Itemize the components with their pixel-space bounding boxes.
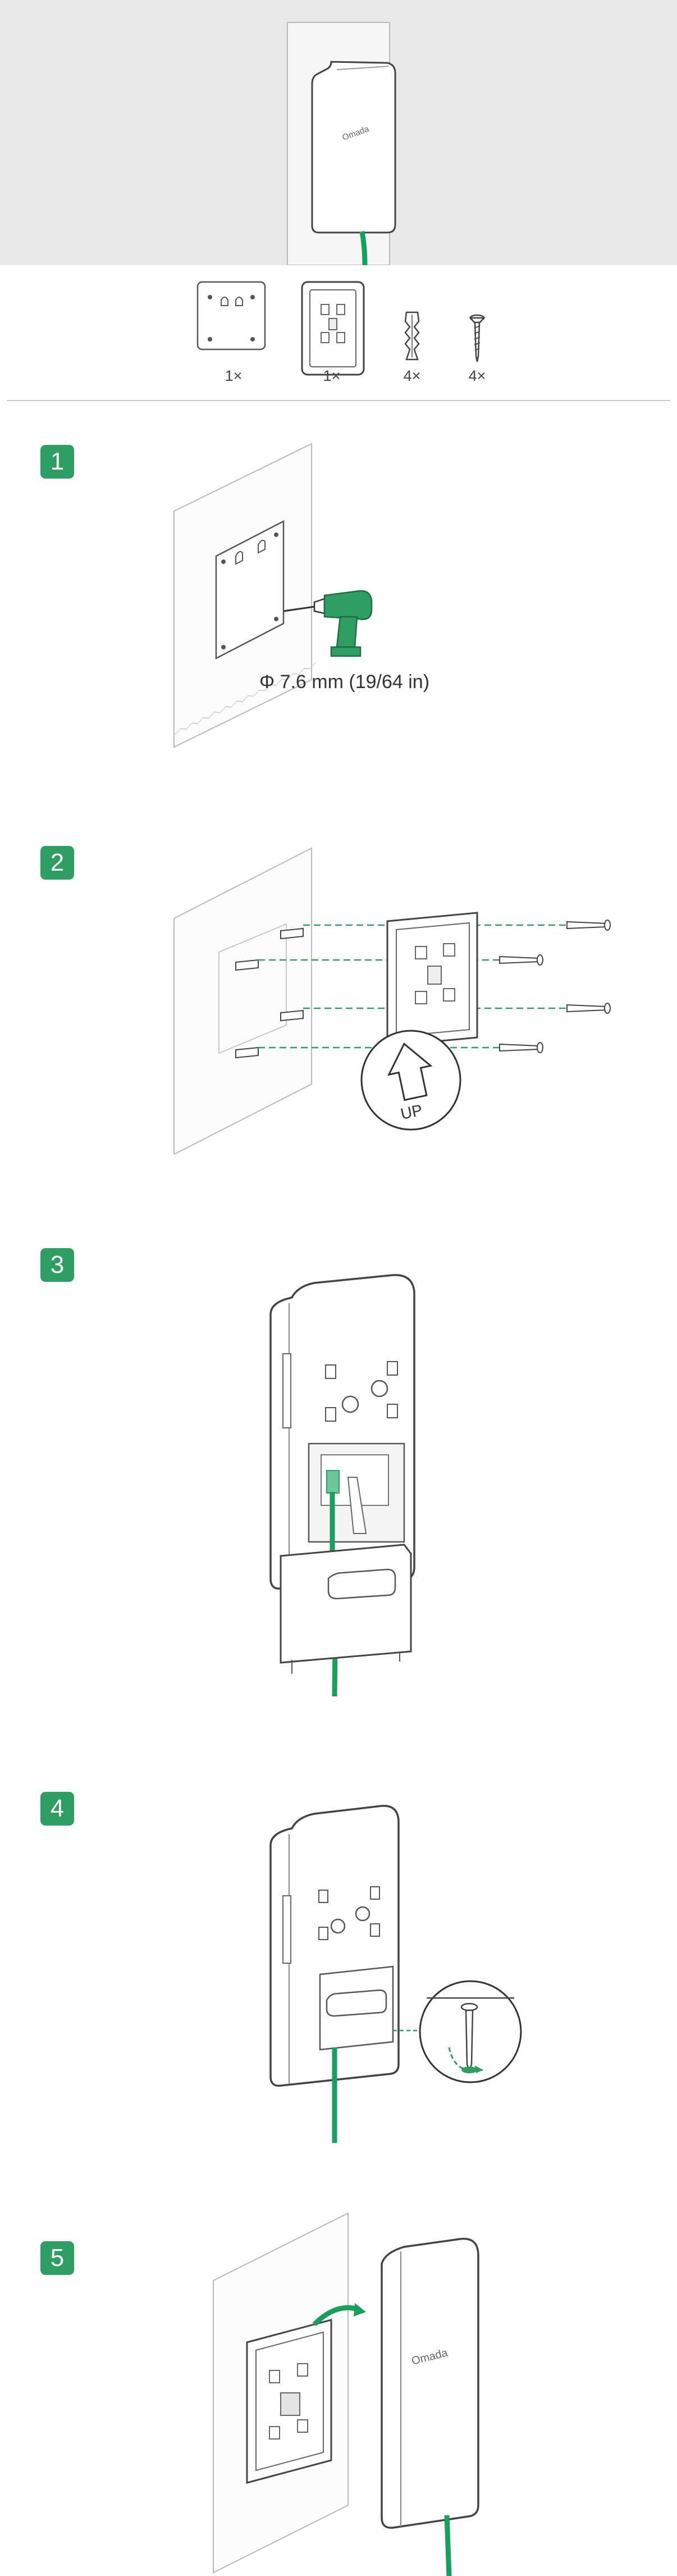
hero-cable [359, 231, 368, 265]
step-3-device [269, 1274, 415, 1590]
qty-label-plate: 1× [225, 367, 243, 384]
step-1-plate [215, 520, 285, 660]
step-4-device [269, 1805, 400, 2087]
drill-size-caption: Φ 7.6 mm (19/64 in) [259, 671, 430, 693]
package-contents: 1× 1× 4× 4× [0, 265, 677, 400]
section-divider [7, 400, 670, 401]
step-3-cover [280, 1544, 412, 1674]
step-5-badge: 5 [40, 2241, 74, 2275]
qty-label-bracket: 1× [323, 367, 341, 384]
qty-label-screws: 4× [468, 367, 486, 384]
step-3-badge: 3 [40, 1248, 74, 1282]
step-2-bracket [386, 912, 478, 1047]
qty-label-anchors: 4× [403, 367, 421, 384]
hero-device [311, 61, 396, 234]
step-4-illustration [269, 1805, 522, 2143]
step-2-illustration: UP [173, 847, 611, 1154]
bracket-icon [301, 281, 365, 376]
hero-device-edge [336, 66, 389, 70]
step-5-bracket [246, 2319, 332, 2484]
screw-icon [469, 314, 486, 362]
step-4-screw-callout [419, 1980, 522, 2083]
step-2-screws [499, 920, 611, 1053]
hero-panel: Omada [0, 0, 677, 265]
step-1-drill-icon [283, 590, 373, 657]
mounting-plate-icon [196, 281, 266, 351]
package-icons [196, 281, 486, 376]
step-1-badge: 1 [40, 445, 74, 479]
step-2-badge: 2 [40, 846, 74, 880]
anchor-icon [404, 311, 420, 361]
step-1-illustration [173, 443, 373, 748]
step-5-cable [444, 2515, 452, 2576]
step-4-badge: 4 [40, 1792, 74, 1826]
hero-illustration: Omada [287, 22, 396, 265]
step-5-illustration: Omada [213, 2212, 479, 2576]
step-3-illustration [269, 1274, 415, 1696]
step-2-wall [173, 847, 312, 1154]
step-2-holes [218, 923, 287, 1054]
step-5-device: Omada [381, 2237, 479, 2529]
step-5-arrow-head [354, 2303, 366, 2316]
step-2-anchors [235, 927, 304, 1059]
step-2-up-callout: UP [360, 1030, 461, 1131]
